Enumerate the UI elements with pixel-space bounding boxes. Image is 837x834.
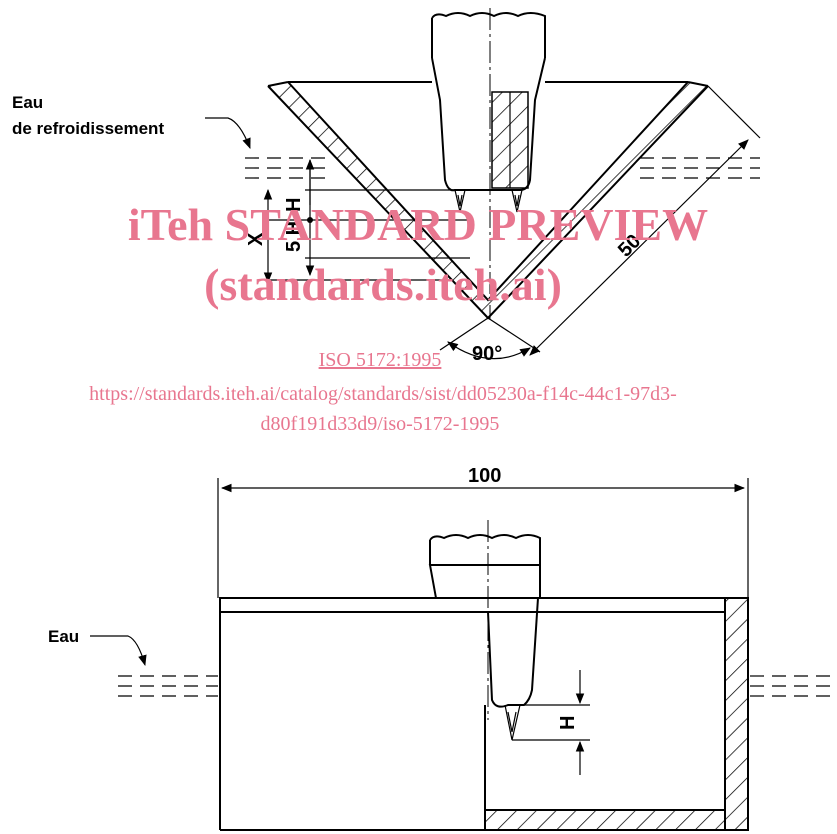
- dimension-x: X: [245, 188, 273, 284]
- dimension-h-bottom: H: [510, 670, 590, 775]
- tank-right-wall: [724, 597, 749, 831]
- dimension-width-label: 100: [468, 465, 501, 487]
- dimension-angle-label: 90°: [472, 343, 502, 365]
- dimension-5h: 5 H H: [283, 158, 315, 277]
- watermark-url-line2: d80f191d33d9/iso-5172-1995: [261, 413, 500, 435]
- dimension-h-bottom-label: H: [557, 716, 579, 730]
- cooling-water-leader: [205, 117, 251, 150]
- dimension-width: 100: [217, 465, 749, 598]
- water-label-text: Eau: [48, 627, 79, 646]
- tank-floor: [484, 809, 726, 831]
- watermark-line2: (standards.iteh.ai): [204, 259, 562, 310]
- tank-lid: [219, 597, 726, 613]
- cooling-water-label: Eau de refroidissement: [12, 93, 251, 150]
- water-leader: [90, 635, 147, 667]
- dimension-5h-label: 5 H: [283, 221, 305, 252]
- watermark-url-line1: https://standards.iteh.ai/catalog/standa…: [89, 383, 677, 405]
- dimension-angle: 90°: [439, 317, 531, 365]
- watermark: iTeh STANDARD PREVIEW (standards.iteh.ai…: [89, 199, 708, 435]
- watermark-ref-link[interactable]: ISO 5172:1995: [319, 349, 442, 371]
- water-label: Eau: [48, 627, 147, 667]
- cooling-water-label-line2: de refroidissement: [12, 119, 164, 138]
- watermark-line1: iTeh STANDARD PREVIEW: [128, 199, 708, 250]
- water-level-bottom: [118, 675, 837, 697]
- tank-section: [219, 597, 749, 831]
- dimension-x-label: X: [245, 232, 267, 246]
- torch-top: [431, 8, 546, 320]
- cooling-water-label-line1: Eau: [12, 93, 43, 112]
- dimension-h-top-label: H: [283, 198, 305, 212]
